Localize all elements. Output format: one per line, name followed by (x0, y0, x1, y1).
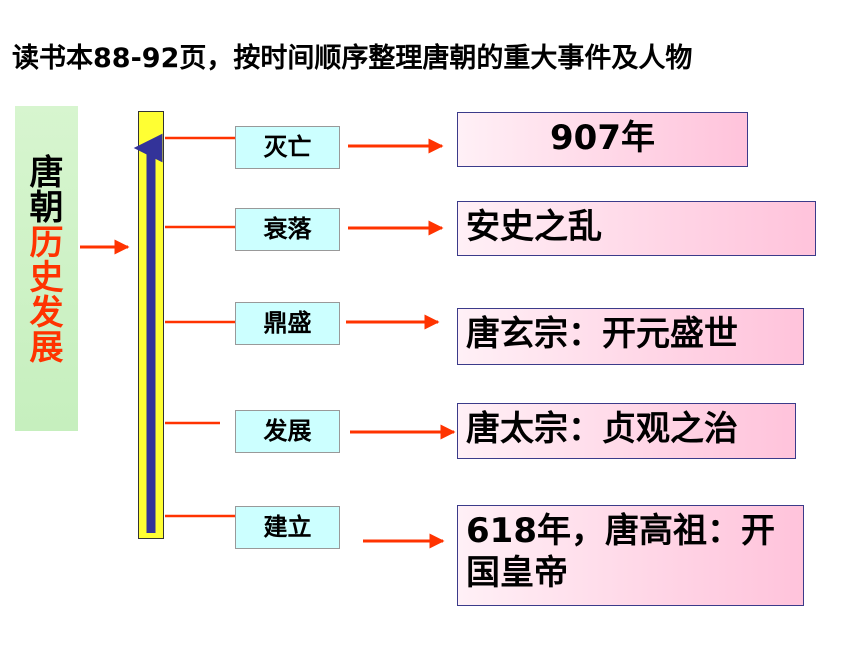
side-char: 历 (29, 223, 64, 263)
stage-box-founding: 建立 (235, 506, 340, 549)
stage-box-peak: 鼎盛 (235, 302, 340, 345)
stage-box-development: 发展 (235, 410, 340, 453)
side-char: 发 (29, 293, 64, 333)
event-box-peak: 唐玄宗：开元盛世 (457, 308, 804, 365)
side-label-panel: 唐 朝 历 史 发 展 (15, 106, 78, 431)
page-title: 读书本88-92页，按时间顺序整理唐朝的重大事件及人物 (12, 43, 693, 74)
side-char: 朝 (29, 188, 64, 228)
event-box-development: 唐太宗：贞观之治 (457, 403, 796, 459)
event-box-collapse: 907年 (457, 112, 748, 167)
side-char: 唐 (29, 153, 64, 193)
event-box-decline: 安史之乱 (457, 201, 816, 256)
stage-box-collapse: 灭亡 (235, 126, 340, 169)
stage-box-decline: 衰落 (235, 208, 340, 251)
side-char: 史 (29, 258, 64, 298)
event-box-founding: 618年，唐高祖：开国皇帝 (457, 505, 804, 606)
side-char: 展 (29, 328, 64, 368)
